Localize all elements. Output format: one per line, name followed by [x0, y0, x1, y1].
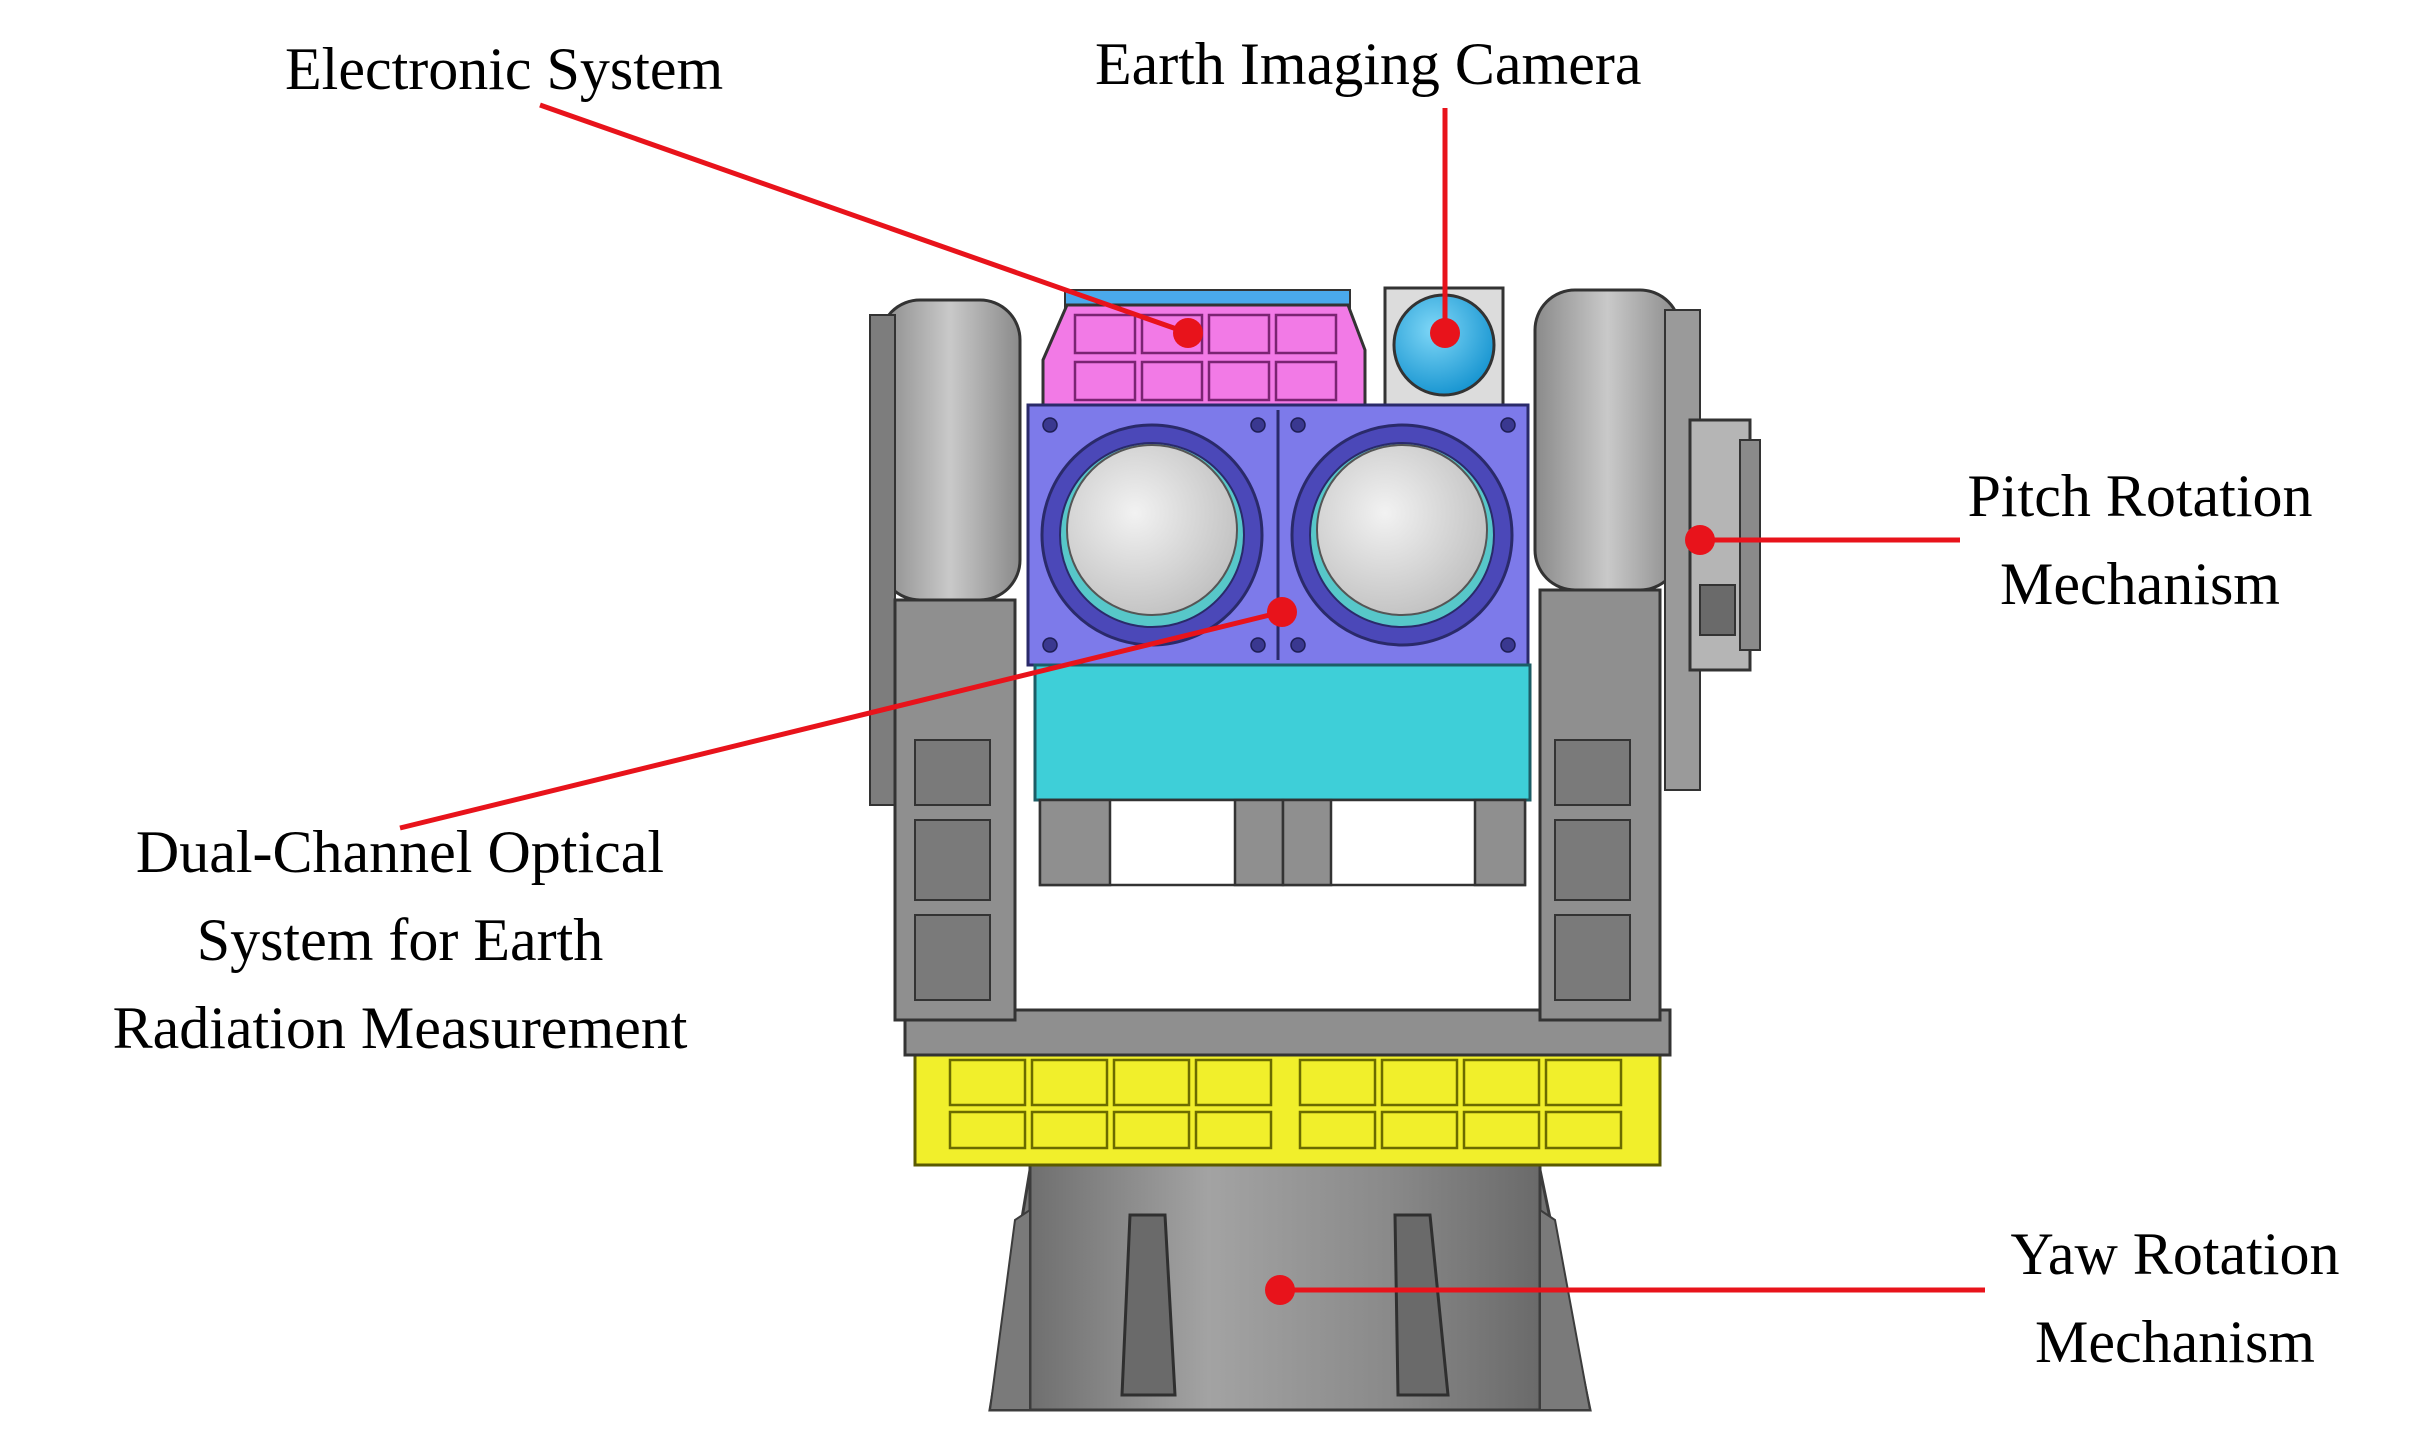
dual-channel-optical-system: [1026, 403, 1532, 887]
optical-channel-right: [1290, 423, 1514, 647]
yaw-base-slot-left: [1120, 1213, 1177, 1397]
label-dual-line-2: System for Earth: [196, 907, 604, 973]
yaw-base-left-flange: [988, 1208, 1031, 1411]
label-dual-line-1: Dual-Channel Optical: [135, 819, 665, 885]
leader-dot-pitch: [1685, 525, 1715, 555]
leader-line-dual: [399, 609, 1283, 831]
yaw-base-right-flange: [1539, 1208, 1592, 1411]
label-pitch-line-1: Pitch Rotation: [1967, 463, 2313, 529]
leader-dot-electronic: [1173, 318, 1203, 348]
label-dual-channel-optical-system: Dual-Channel Optical System for Earth Ra…: [30, 808, 770, 1072]
yaw-base-slot-right: [1393, 1213, 1450, 1397]
leader-dots: [1173, 318, 1715, 1305]
leader-dot-yaw: [1265, 1275, 1295, 1305]
label-electronic-system: Electronic System: [285, 36, 724, 102]
leader-dot-camera: [1430, 318, 1460, 348]
label-yaw-rotation-mechanism: Yaw Rotation Mechanism: [1970, 1210, 2380, 1386]
optical-base-block: [1033, 663, 1532, 802]
pitch-rotation-mechanism: [1664, 309, 1761, 791]
leader-dot-dual: [1267, 597, 1297, 627]
optical-channel-left: [1040, 423, 1264, 647]
yaw-rotation-mechanism: [988, 1158, 1592, 1412]
electronic-system: [1041, 289, 1367, 412]
label-yaw-line-1: Yaw Rotation: [2010, 1221, 2340, 1287]
label-pitch-line-2: Mechanism: [2000, 551, 2280, 617]
optical-support-feet: [1038, 798, 1527, 887]
label-pitch-rotation-mechanism: Pitch Rotation Mechanism: [1940, 452, 2340, 628]
leader-line-electronic: [539, 102, 1189, 336]
right-yoke-arm: [1533, 288, 1682, 1022]
yaw-platform: [913, 1048, 1662, 1167]
leader-lines: [399, 102, 1985, 1293]
label-earth-imaging-camera: Earth Imaging Camera: [1095, 31, 1642, 97]
left-yoke-arm: [869, 298, 1022, 1022]
label-dual-line-3: Radiation Measurement: [112, 995, 688, 1061]
label-yaw-line-2: Mechanism: [2035, 1309, 2315, 1375]
